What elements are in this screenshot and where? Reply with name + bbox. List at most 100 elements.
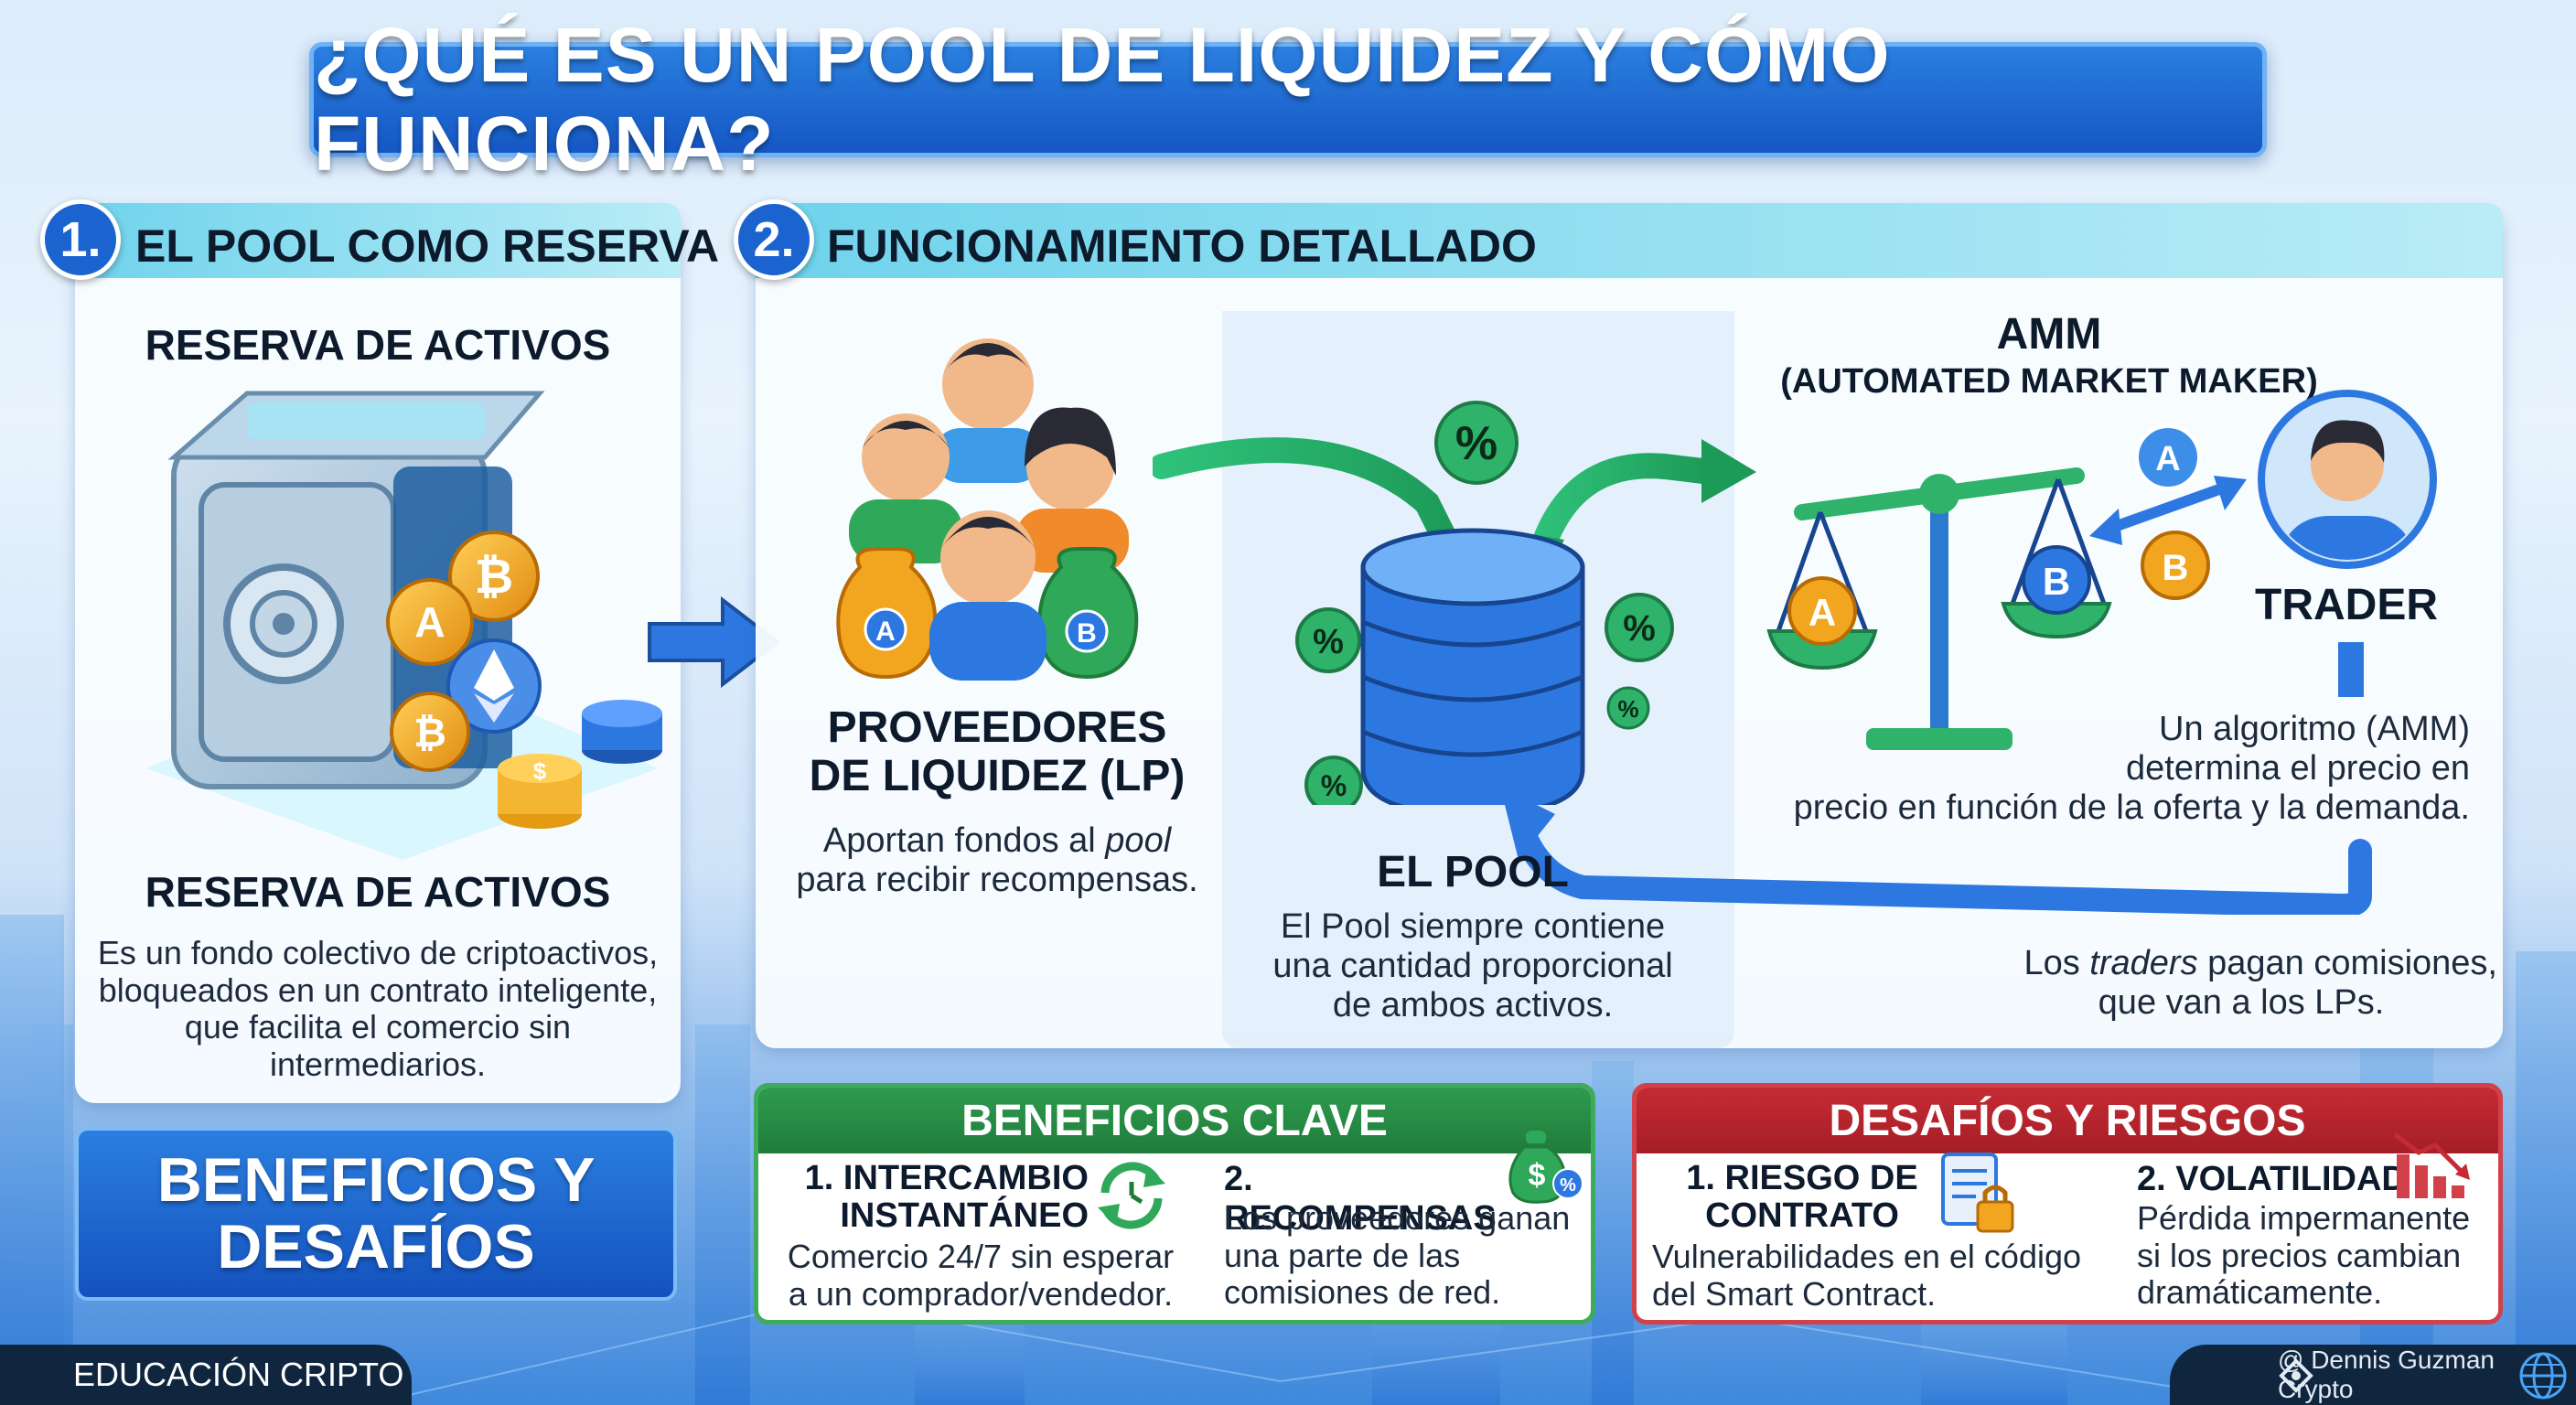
benefits-challenges-line-1: BENEFICIOS Y bbox=[156, 1144, 596, 1215]
benefit-1-title-line-2: INSTANTÁNEO bbox=[840, 1196, 1089, 1236]
benefit-2-title-line-1: 2. RECOMPENSAS bbox=[1224, 1160, 1497, 1238]
svg-text:B: B bbox=[2043, 560, 2070, 603]
providers-desc-italic: pool bbox=[1105, 821, 1172, 860]
footer-left-text: EDUCACIÓN CRIPTO bbox=[73, 1356, 404, 1393]
reserve-bottom-label: RESERVA DE ACTIVOS bbox=[145, 868, 611, 916]
database-pool-icon: % % % % % bbox=[1295, 401, 1674, 805]
contract-lock-icon bbox=[1941, 1153, 2014, 1233]
pool-description: El Pool siempre contiene una cantidad pr… bbox=[1244, 907, 1701, 1025]
reserve-desc-line-2: bloqueados en un contrato inteligente, bbox=[98, 971, 658, 1009]
risk-2-desc-line-2: si los precios cambian bbox=[2137, 1236, 2462, 1274]
page-title: ¿QUÉ ES UN POOL DE LIQUIDEZ Y CÓMO FUNCI… bbox=[314, 12, 1891, 187]
people-group-icon: A B bbox=[836, 338, 1139, 681]
footer-right-text: @ Dennis Guzman Crypto bbox=[2278, 1346, 2495, 1403]
benefit-1-description: Comercio 24/7 sin esperar a un comprador… bbox=[779, 1238, 1182, 1313]
providers-desc-line-2: para recibir recompensas. bbox=[796, 860, 1198, 899]
risk-1-description: Vulnerabilidades en el código del Smart … bbox=[1652, 1238, 2100, 1313]
section-1-number: 1. bbox=[59, 212, 102, 267]
providers-description: Aportan fondos al pool para recibir reco… bbox=[787, 821, 1208, 900]
svg-text:%: % bbox=[1560, 1175, 1576, 1196]
lp-to-pool-arrow bbox=[1153, 437, 1467, 571]
trader-connector bbox=[2338, 642, 2364, 697]
pool-desc-line-1: El Pool siempre contiene bbox=[1280, 907, 1666, 946]
svg-text:A: A bbox=[875, 617, 896, 647]
svg-text:%: % bbox=[1623, 608, 1656, 649]
risk-1-desc-line-1: Vulnerabilidades en el código bbox=[1652, 1238, 2082, 1275]
benefit-2-description: Los proveedores ganan una parte de las c… bbox=[1224, 1199, 1581, 1312]
globe-icon bbox=[2519, 1352, 2567, 1400]
risk-1-title-line-1: 1. RIESGO DE bbox=[1686, 1159, 1918, 1197]
benefits-challenges-title: BENEFICIOS Y DESAFÍOS bbox=[156, 1144, 596, 1282]
providers-desc-prefix: Aportan fondos al bbox=[822, 821, 1106, 860]
trader-avatar-icon bbox=[2258, 390, 2437, 569]
section-1-header bbox=[75, 203, 681, 278]
footer-left-label: EDUCACIÓN CRIPTO bbox=[0, 1345, 412, 1405]
fees-return-arrow bbox=[1516, 830, 2372, 915]
amm-desc-line-3: precio en función de la oferta y la dema… bbox=[1793, 788, 2470, 827]
reserve-desc-line-4: intermediarios. bbox=[269, 1046, 487, 1084]
footer-right-credit: @ Dennis Guzman Crypto bbox=[2170, 1345, 2576, 1405]
benefit-1-title: 1. INTERCAMBIO INSTANTÁNEO bbox=[787, 1159, 1089, 1236]
pool-title: EL POOL bbox=[1377, 848, 1569, 896]
benefit-1-desc-line-1: Comercio 24/7 sin esperar bbox=[787, 1238, 1175, 1275]
amm-desc-line-1: Un algoritmo (AMM) bbox=[2159, 710, 2470, 748]
fees-suffix: pagan comisiones, bbox=[2197, 944, 2497, 982]
amm-title: AMM bbox=[1996, 310, 2102, 359]
benefit-2-desc-line-3: comisiones de red. bbox=[1224, 1273, 1501, 1312]
svg-text:₿: ₿ bbox=[413, 711, 446, 756]
risk-2-desc-line-3: dramáticamente. bbox=[2137, 1273, 2383, 1312]
section-2-heading: FUNCIONAMIENTO DETALLADO bbox=[827, 220, 1537, 272]
chart-down-icon bbox=[2393, 1132, 2470, 1198]
section-arrow-icon bbox=[648, 596, 781, 688]
benefits-panel: BENEFICIOS CLAVE bbox=[754, 1083, 1595, 1325]
svg-text:₿: ₿ bbox=[475, 551, 513, 604]
balance-scale-icon: A B bbox=[1766, 467, 2112, 750]
benefit-2-title: 2. RECOMPENSAS bbox=[1224, 1160, 1498, 1239]
benefits-heading: BENEFICIOS CLAVE bbox=[758, 1088, 1591, 1153]
section-2-number-badge: 2. bbox=[734, 199, 814, 280]
risk-2-title-line-1: 2. VOLATILIDAD bbox=[2137, 1160, 2407, 1198]
risk-1-desc-line-2: del Smart Contract. bbox=[1652, 1274, 1937, 1313]
fees-line-2: que van a los LPs. bbox=[2098, 982, 2385, 1022]
section-2-number: 2. bbox=[753, 212, 795, 267]
svg-text:B: B bbox=[1077, 618, 1097, 649]
svg-text:$: $ bbox=[1529, 1158, 1546, 1193]
vault-icon: ₿ A ₿ $ bbox=[146, 391, 662, 860]
risks-heading: DESAFÍOS Y RIESGOS bbox=[1637, 1088, 2498, 1153]
page-title-banner: ¿QUÉ ES UN POOL DE LIQUIDEZ Y CÓMO FUNCI… bbox=[309, 12, 2267, 187]
svg-text:%: % bbox=[1313, 623, 1344, 661]
benefit-2-desc-line-2: una parte de las bbox=[1224, 1236, 1461, 1274]
amm-desc-line-2: determina el precio en bbox=[2126, 748, 2470, 788]
reserve-description: Es un fondo colectivo de criptoactivos, … bbox=[84, 934, 671, 1084]
money-bag-percent-icon: $ % bbox=[1508, 1131, 1583, 1204]
svg-text:A: A bbox=[2155, 440, 2180, 478]
pool-desc-line-2: una cantidad proporcional bbox=[1272, 946, 1673, 985]
svg-text:A: A bbox=[1809, 591, 1836, 634]
risks-panel: DESAFÍOS Y RIESGOS bbox=[1632, 1083, 2503, 1325]
providers-title-line-2: DE LIQUIDEZ (LP) bbox=[809, 751, 1186, 800]
risk-1-title-line-2: CONTRATO bbox=[1705, 1196, 1899, 1236]
pool-desc-line-3: de ambos activos. bbox=[1332, 985, 1614, 1024]
clock-refresh-icon bbox=[1098, 1162, 1165, 1229]
reserve-desc-line-1: Es un fondo colectivo de criptoactivos, bbox=[97, 934, 659, 971]
svg-text:$: $ bbox=[533, 757, 547, 785]
benefit-1-title-line-1: 1. INTERCAMBIO bbox=[804, 1159, 1089, 1197]
swap-arrows-icon: A B bbox=[2089, 424, 2247, 600]
svg-text:%: % bbox=[1321, 769, 1347, 802]
amm-description: Un algoritmo (AMM) determina el precio e… bbox=[1775, 710, 2470, 828]
benefits-challenges-line-2: DESAFÍOS bbox=[217, 1212, 535, 1282]
section-2-header bbox=[756, 203, 2503, 278]
diamond-logo-icon bbox=[2279, 1358, 2313, 1393]
svg-text:%: % bbox=[1617, 695, 1638, 723]
benefit-1-desc-line-2: a un comprador/vendedor. bbox=[788, 1274, 1174, 1313]
svg-text:A: A bbox=[414, 598, 445, 646]
fees-prefix: Los bbox=[2023, 944, 2090, 982]
risk-2-description: Pérdida impermanente si los precios camb… bbox=[2137, 1199, 2485, 1312]
providers-title-line-1: PROVEEDORES bbox=[827, 703, 1167, 752]
risk-1-title: 1. RIESGO DE CONTRATO bbox=[1665, 1159, 1939, 1236]
percent-icon: % % % % % bbox=[1295, 401, 1674, 805]
svg-text:%: % bbox=[1455, 417, 1497, 470]
benefit-2-desc-line-1: Los proveedores ganan bbox=[1224, 1199, 1571, 1237]
fees-italic: traders bbox=[2089, 944, 2198, 982]
reserve-desc-line-3: que facilita el comercio sin bbox=[184, 1008, 572, 1046]
